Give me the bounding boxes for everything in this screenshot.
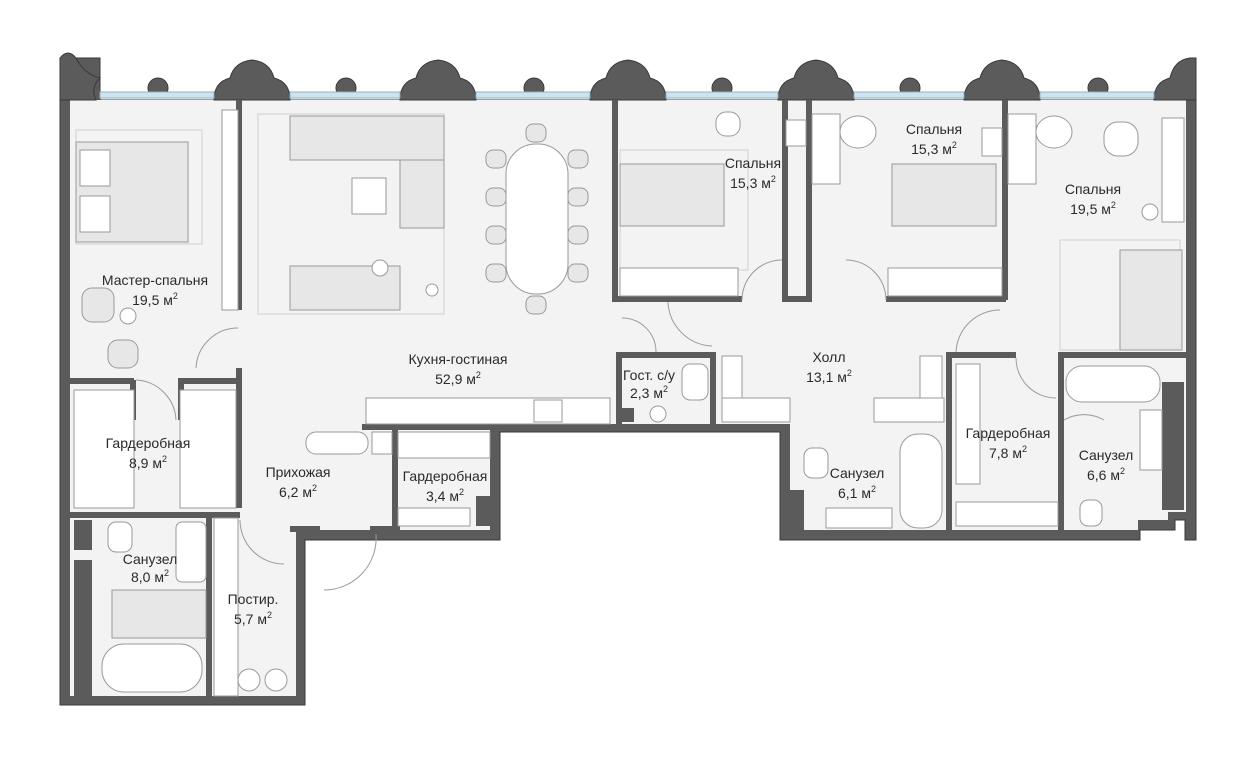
label-hall-area: 13,1 м2 [806,368,852,385]
label-bedroom-1-name: Спальня [725,155,781,171]
label-bathroom-2-area: 6,1 м2 [838,484,876,501]
label-bedroom-2-area: 15,3 м2 [911,140,957,157]
label-wardrobe-2-area: 3,4 м2 [426,487,464,504]
label-hall-name: Холл [813,349,846,365]
facade-crowns [59,52,1197,101]
windows [99,91,1155,99]
label-bedroom-2-name: Спальня [906,121,962,137]
label-bedroom-1-area: 15,3 м2 [730,174,776,191]
label-bathroom-3-name: Санузел [1079,447,1134,463]
furniture [73,109,1185,697]
label-guest-wc-name: Гост. с/у [623,367,675,383]
label-bathroom-3-area: 6,6 м2 [1087,466,1125,483]
label-wardrobe-1-name: Гардеробная [106,435,191,451]
label-wardrobe-2-name: Гардеробная [403,468,488,484]
label-guest-wc-area: 2,3 м2 [630,384,668,401]
label-master-bedroom-area: 19,5 м2 [132,291,178,308]
label-bathroom-2-name: Санузел [830,465,885,481]
label-bedroom-3-area: 19,5 м2 [1070,200,1116,217]
label-bathroom-1-area: 8,0 м2 [131,568,169,585]
room-labels: Мастер-спальня 19,5 м2 Кухня-гостиная 52… [102,121,1133,627]
label-master-bedroom-name: Мастер-спальня [102,272,208,288]
label-hallway-entry-area: 6,2 м2 [279,483,317,500]
door-swings [135,259,1105,591]
label-bathroom-1-name: Санузел [123,551,178,567]
label-kitchen-living-name: Кухня-гостиная [408,351,507,367]
label-laundry-area: 5,7 м2 [234,610,272,627]
label-wardrobe-3-name: Гардеробная [966,425,1051,441]
label-hallway-entry-name: Прихожая [266,464,331,480]
label-kitchen-living-area: 52,9 м2 [435,370,481,387]
label-laundry-name: Постир. [228,591,279,607]
label-bedroom-3-name: Спальня [1065,181,1121,197]
interior-walls [70,100,1186,696]
label-wardrobe-1-area: 8,9 м2 [129,454,167,471]
label-wardrobe-3-area: 7,8 м2 [989,444,1027,461]
